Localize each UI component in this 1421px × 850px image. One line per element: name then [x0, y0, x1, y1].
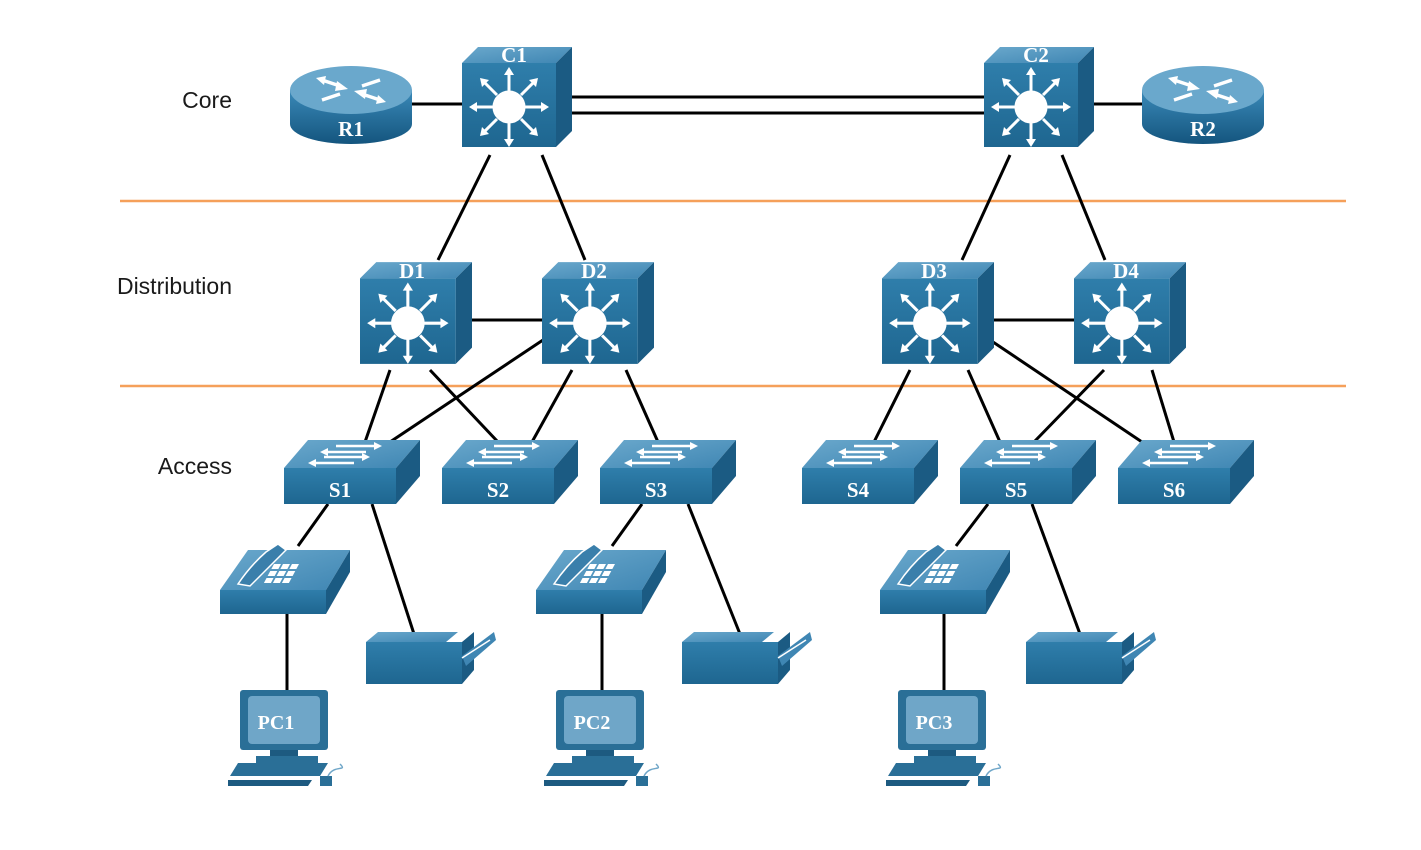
- link-s3-phone2: [610, 503, 644, 547]
- access-switch-s4-label: S4: [847, 478, 870, 502]
- pc-pc3[interactable]: PC3: [885, 689, 1002, 787]
- printer-icon[interactable]: [365, 631, 497, 685]
- pc-pc2[interactable]: PC2: [543, 689, 660, 787]
- distribution-switch-d1[interactable]: D1: [358, 259, 474, 366]
- link-s5-phone3: [954, 503, 990, 547]
- distribution-switch-d3-label: D3: [921, 259, 947, 283]
- access-switch-s2[interactable]: S2: [440, 438, 580, 506]
- link-s1-printer1: [370, 503, 416, 635]
- link-s1-phone1: [296, 503, 330, 547]
- distribution-switch-d2-label: D2: [581, 259, 607, 283]
- router-r2[interactable]: R2: [1140, 64, 1266, 146]
- ip-phone-icon[interactable]: [219, 543, 351, 615]
- pc-pc1-label: PC1: [258, 712, 295, 734]
- access-switch-s3-label: S3: [645, 478, 667, 502]
- link-d4-s6: [1150, 369, 1176, 443]
- distribution-switch-d3[interactable]: D3: [880, 259, 996, 366]
- link-c2-d4: [1060, 154, 1107, 261]
- distribution-switch-d4-label: D4: [1113, 259, 1139, 283]
- link-d4-s5: [1032, 368, 1106, 444]
- distribution-switch-d1-label: D1: [399, 259, 425, 283]
- link-d1-s1: [363, 369, 392, 443]
- layer-label-access: Access: [158, 453, 232, 479]
- access-switch-s6[interactable]: S6: [1116, 438, 1256, 506]
- access-switch-s4[interactable]: S4: [800, 438, 940, 506]
- router-r1-label: R1: [338, 117, 364, 141]
- pc-pc3-label: PC3: [916, 712, 953, 734]
- link-d2-s2: [530, 369, 574, 443]
- printer-icon[interactable]: [1025, 631, 1157, 685]
- printer-icon[interactable]: [681, 631, 813, 685]
- access-switch-s1-label: S1: [329, 478, 351, 502]
- link-d1-s2: [428, 368, 500, 444]
- access-switch-s5[interactable]: S5: [958, 438, 1098, 506]
- link-d3-s5: [966, 369, 1002, 443]
- access-switch-s3[interactable]: S3: [598, 438, 738, 506]
- access-switch-s2-label: S2: [487, 478, 509, 502]
- link-c1-d2: [540, 154, 587, 261]
- router-r1[interactable]: R1: [288, 64, 414, 146]
- core-switch-c2-label: C2: [1023, 43, 1049, 67]
- link-d3-s4: [872, 369, 912, 443]
- link-d2-s3: [624, 369, 660, 443]
- link-c2-d3: [960, 154, 1012, 261]
- pc-pc1[interactable]: PC1: [227, 689, 344, 787]
- link-d2-s1: [389, 336, 547, 444]
- access-switch-s5-label: S5: [1005, 478, 1027, 502]
- ip-phone-icon[interactable]: [535, 543, 667, 615]
- core-switch-c1-label: C1: [501, 43, 527, 67]
- pc-pc2-label: PC2: [574, 712, 611, 734]
- link-s5-printer3: [1030, 503, 1082, 635]
- core-switch-c2[interactable]: C2: [982, 43, 1096, 149]
- distribution-switch-d4[interactable]: D4: [1072, 259, 1188, 366]
- access-switch-s1[interactable]: S1: [282, 438, 422, 506]
- distribution-switch-d2[interactable]: D2: [540, 259, 656, 366]
- access-switch-s6-label: S6: [1163, 478, 1185, 502]
- core-switch-c1[interactable]: C1: [460, 43, 574, 149]
- layer-label-core: Core: [182, 87, 232, 113]
- link-s3-printer2: [686, 503, 742, 635]
- layer-label-distribution: Distribution: [117, 273, 232, 299]
- links: [285, 95, 1176, 692]
- ip-phone-icon[interactable]: [879, 543, 1011, 615]
- link-c1-d1: [436, 154, 492, 261]
- link-d3-s6: [989, 338, 1143, 444]
- router-r2-label: R2: [1190, 117, 1216, 141]
